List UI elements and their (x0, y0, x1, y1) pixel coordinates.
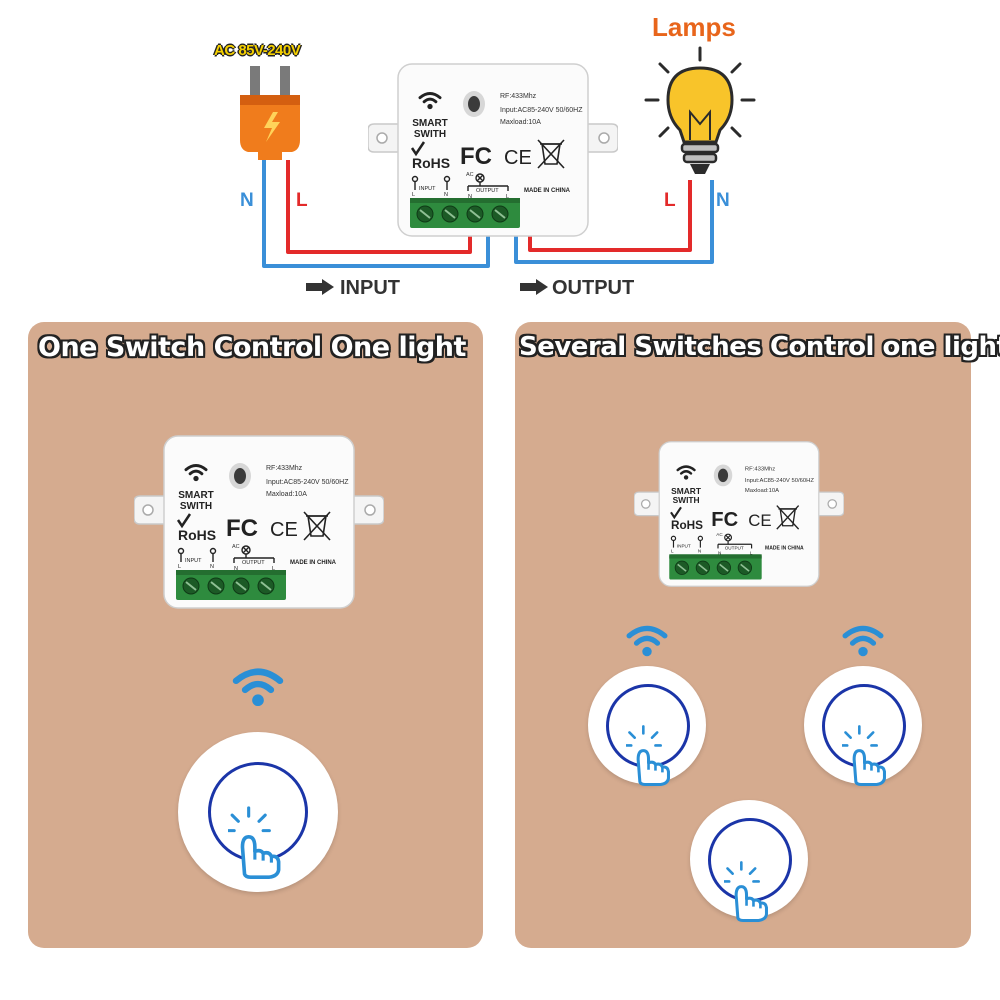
device-term-input: INPUT (185, 558, 202, 564)
device-maxload: Maxload:10A (266, 491, 307, 498)
wire-n-left-label: N (240, 190, 254, 211)
lamps-label: Lamps (652, 12, 736, 42)
output-arrow-icon (520, 279, 548, 295)
device-ac: AC (716, 532, 723, 537)
device-term-n: N (210, 564, 214, 570)
device-term-output: OUTPUT (725, 545, 744, 550)
wire-n-right-label: N (716, 190, 730, 211)
pointing-hand-icon (842, 722, 894, 788)
device-input-spec: Input:AC85-240V 50/60HZ (266, 479, 349, 486)
device-maxload: Maxload:10A (745, 488, 779, 494)
wire-l-right-label: L (664, 190, 676, 211)
device-term-output: OUTPUT (242, 560, 265, 566)
wireless-button-right-2[interactable] (804, 622, 922, 812)
wires (259, 160, 714, 271)
device-ce: CE (748, 511, 771, 530)
panel-title-right: Several Switches Control one light (519, 332, 1000, 362)
device-term-n: N (234, 566, 238, 572)
device-rohs: RoHS (671, 519, 703, 532)
device-term-l: L (671, 549, 674, 554)
device-maxload: Maxload:10A (500, 119, 541, 126)
wifi-signal-icon (232, 664, 284, 708)
device-term-n: N (444, 192, 448, 198)
device-term-l: L (178, 564, 181, 570)
pointing-hand-icon (626, 722, 678, 788)
smart-switch-module-right: SMART SWITH RF:433Mhz Input:AC85-240V 50… (634, 438, 844, 590)
device-name-line2: SWITH (180, 501, 212, 512)
device-made-in: MADE IN CHINA (524, 188, 571, 194)
device-name-line1: SMART (671, 486, 702, 496)
device-name-line2: SWITH (673, 495, 700, 505)
device-term-n: N (718, 550, 721, 555)
device-rohs: RoHS (412, 155, 450, 171)
device-name-line2: SWITH (414, 129, 446, 140)
wifi-signal-icon (626, 622, 668, 658)
device-ac: AC (232, 544, 240, 550)
device-name-line1: SMART (412, 118, 448, 129)
device-term-n: N (468, 194, 472, 200)
device-ce: CE (504, 147, 532, 169)
device-made-in: MADE IN CHINA (290, 560, 337, 566)
pointing-hand-icon (228, 802, 290, 882)
device-term-l: L (272, 566, 275, 572)
device-rf: RF:433Mhz (266, 465, 303, 472)
device-input-spec: Input:AC85-240V 50/60HZ (745, 478, 814, 484)
device-term-l: L (750, 550, 753, 555)
wireless-button-right-3[interactable] (690, 800, 808, 940)
device-term-l: L (412, 192, 415, 198)
lamp-icon (644, 46, 756, 174)
device-fc: FC (226, 515, 258, 542)
smart-switch-module-left: SMART SWITH RF:433Mhz Input:AC85-240V 50… (134, 432, 384, 612)
device-fc: FC (711, 509, 738, 531)
device-term-n: N (698, 549, 701, 554)
device-rf: RF:433Mhz (745, 466, 775, 472)
output-label: OUTPUT (552, 277, 635, 299)
device-fc: FC (460, 143, 492, 170)
wiring-diagram (240, 46, 756, 295)
device-ce: CE (270, 519, 298, 541)
wireless-button-left[interactable] (178, 664, 338, 894)
device-term-input: INPUT (677, 544, 691, 549)
input-arrow-icon (306, 279, 334, 295)
device-input-spec: Input:AC85-240V 50/60HZ (500, 107, 583, 114)
wire-l-left-label: L (296, 190, 308, 211)
device-made-in: MADE IN CHINA (765, 545, 804, 551)
ac-voltage-label: AC 85V-240V (214, 42, 301, 59)
power-plug-icon (240, 66, 300, 160)
device-term-l: L (506, 194, 509, 200)
wireless-button-right-1[interactable] (588, 622, 706, 812)
panel-title-left: One Switch Control One light (38, 332, 466, 363)
device-term-input: INPUT (419, 186, 436, 192)
smart-switch-module: SMART SWITH RF:433Mhz Input:AC85-240V 50… (368, 60, 618, 240)
wifi-signal-icon (842, 622, 884, 658)
device-name-line1: SMART (178, 490, 214, 501)
pointing-hand-icon (724, 858, 776, 924)
device-term-output: OUTPUT (476, 188, 499, 194)
device-ac: AC (466, 172, 474, 178)
device-rohs: RoHS (178, 527, 216, 543)
input-label: INPUT (340, 277, 400, 299)
device-rf: RF:433Mhz (500, 93, 537, 100)
